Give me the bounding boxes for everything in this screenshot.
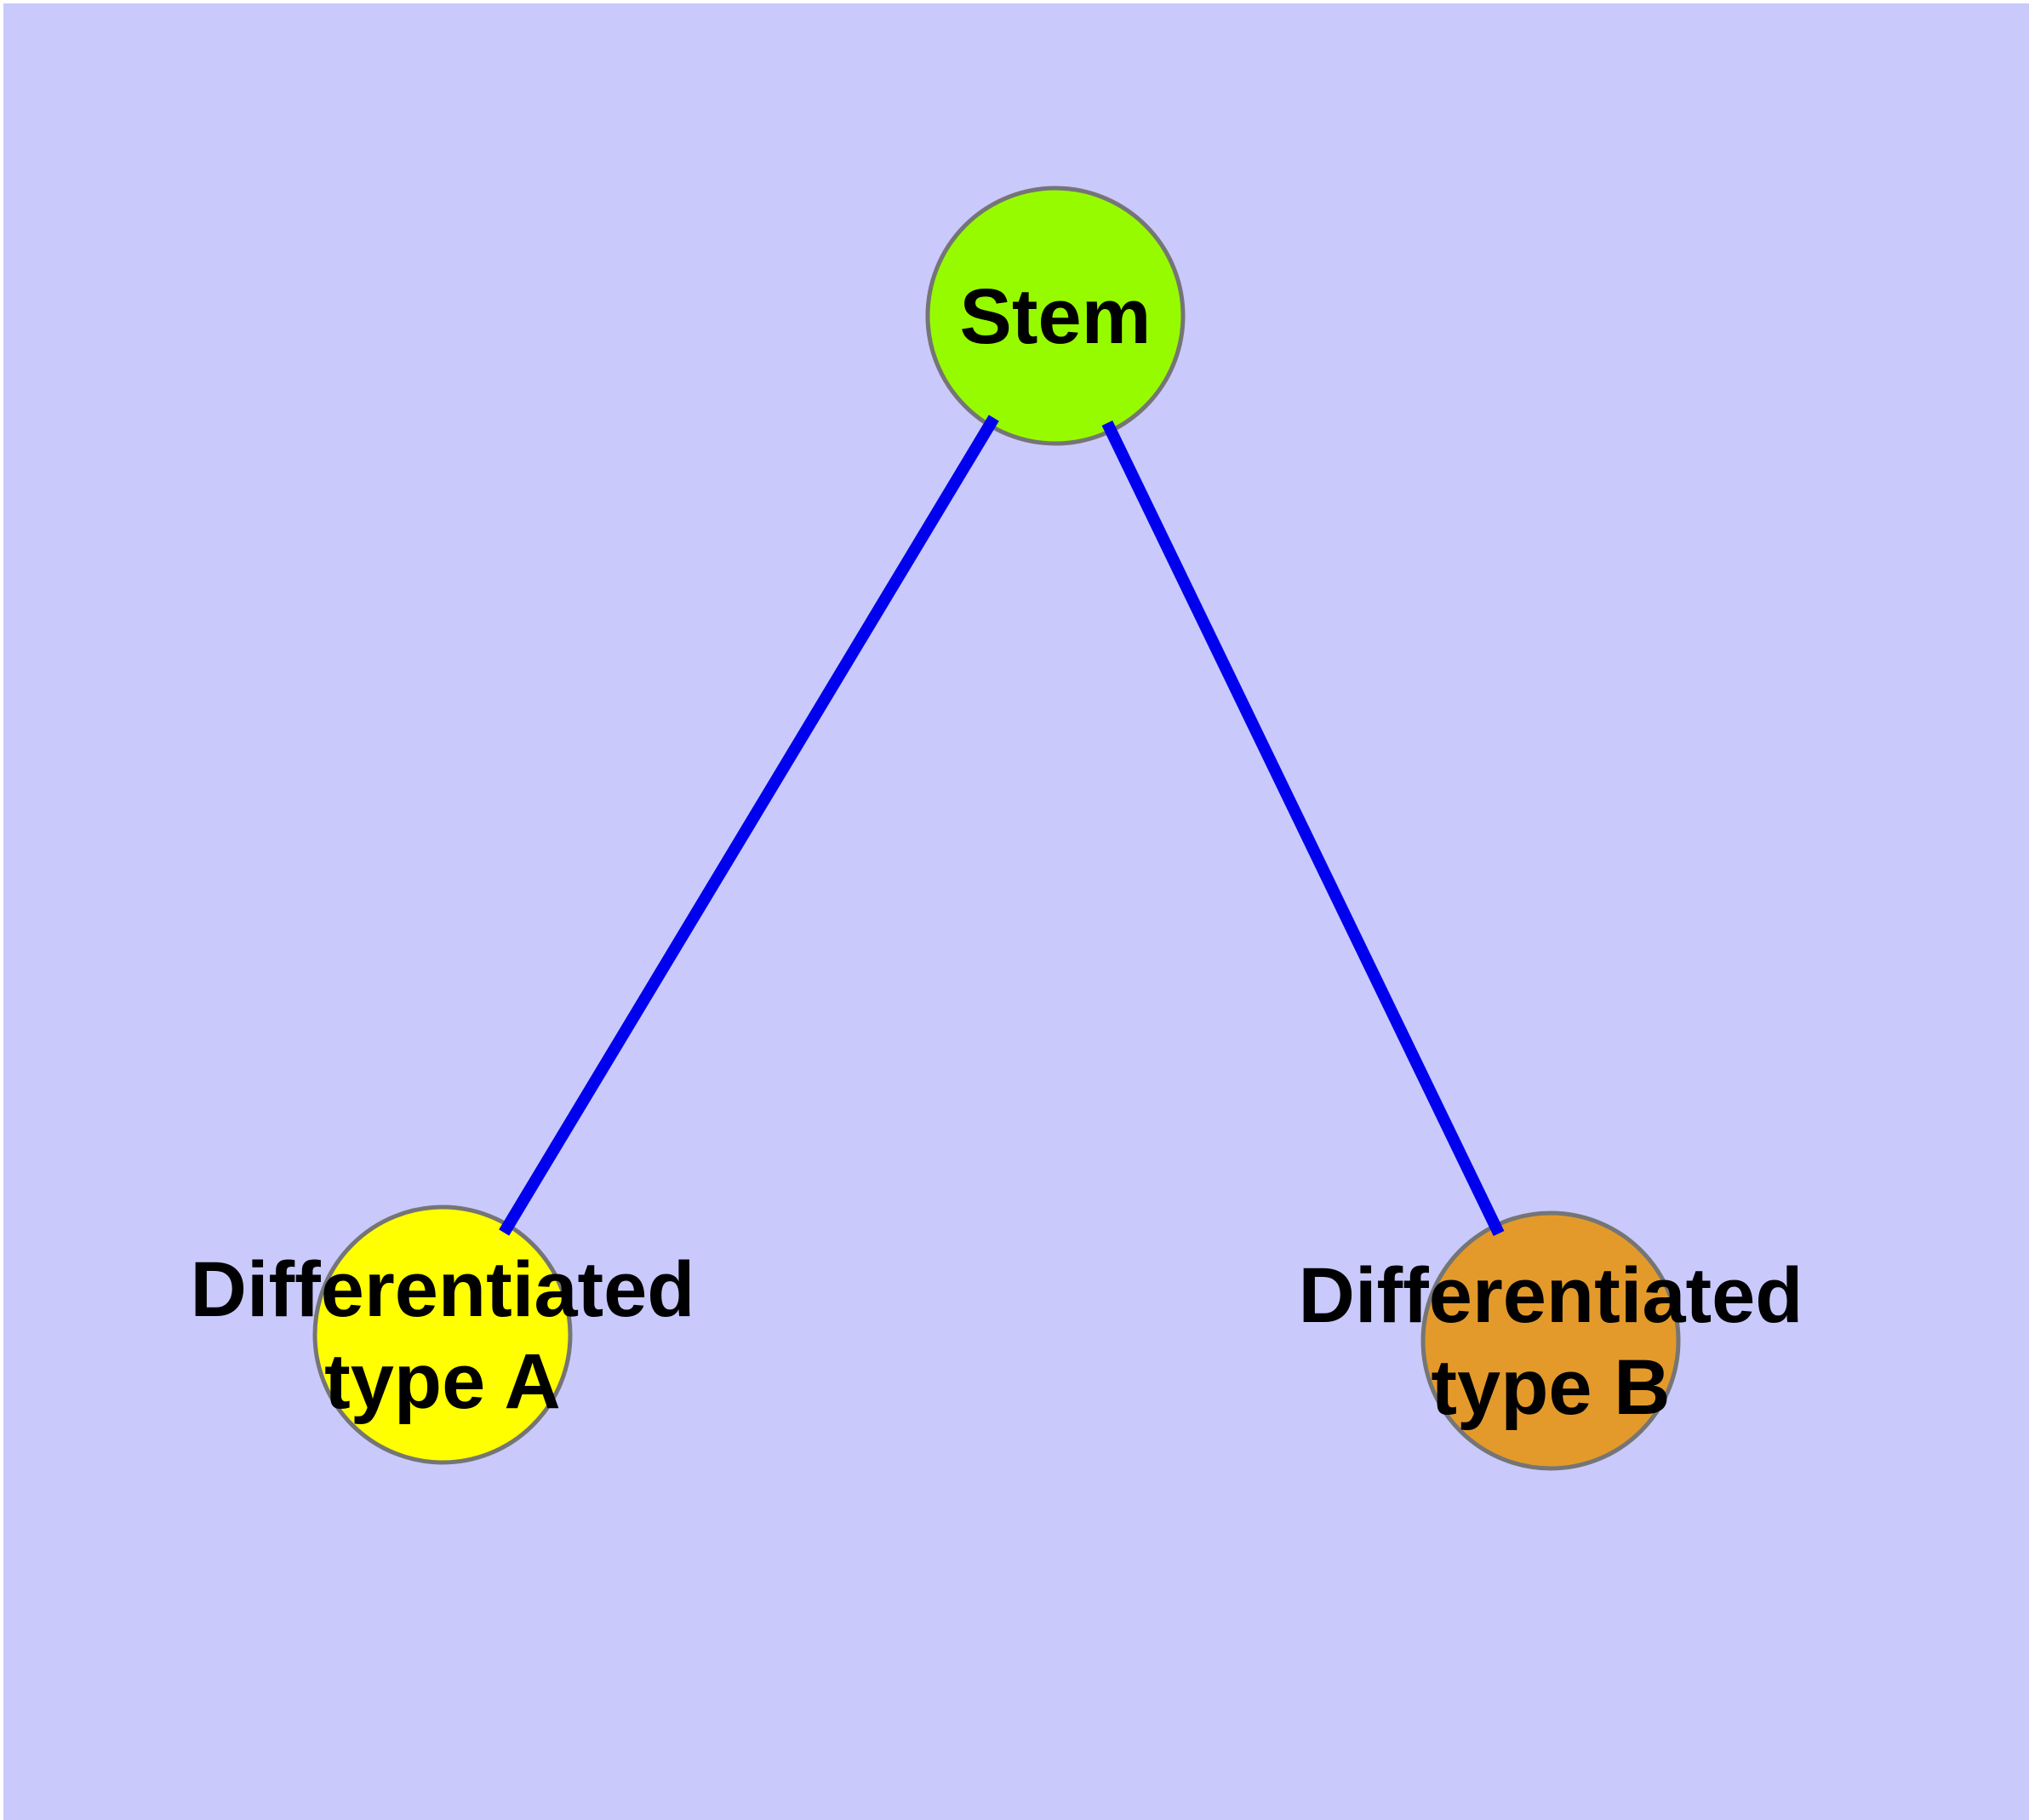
node-differentiated-type-a-circle <box>312 1205 573 1465</box>
node-differentiated-type-a-label-line2: type A <box>324 1338 561 1425</box>
node-differentiated-type-b-label: Differentiated type B <box>1299 1252 1803 1431</box>
node-differentiated-type-a-label: Differentiated type A <box>191 1246 695 1425</box>
edge-stem-to-type-a <box>499 415 999 1236</box>
node-differentiated-type-b-circle <box>1420 1210 1681 1471</box>
node-stem-circle <box>925 186 1186 446</box>
node-differentiated-type-b-label-line1: Differentiated <box>1299 1252 1803 1339</box>
edge-stem-to-type-b <box>1101 420 1505 1237</box>
node-differentiated-type-a-label-line1: Differentiated <box>191 1246 695 1333</box>
node-stem-label: Stem <box>960 273 1152 360</box>
node-differentiated-type-b-label-line2: type B <box>1431 1344 1670 1431</box>
